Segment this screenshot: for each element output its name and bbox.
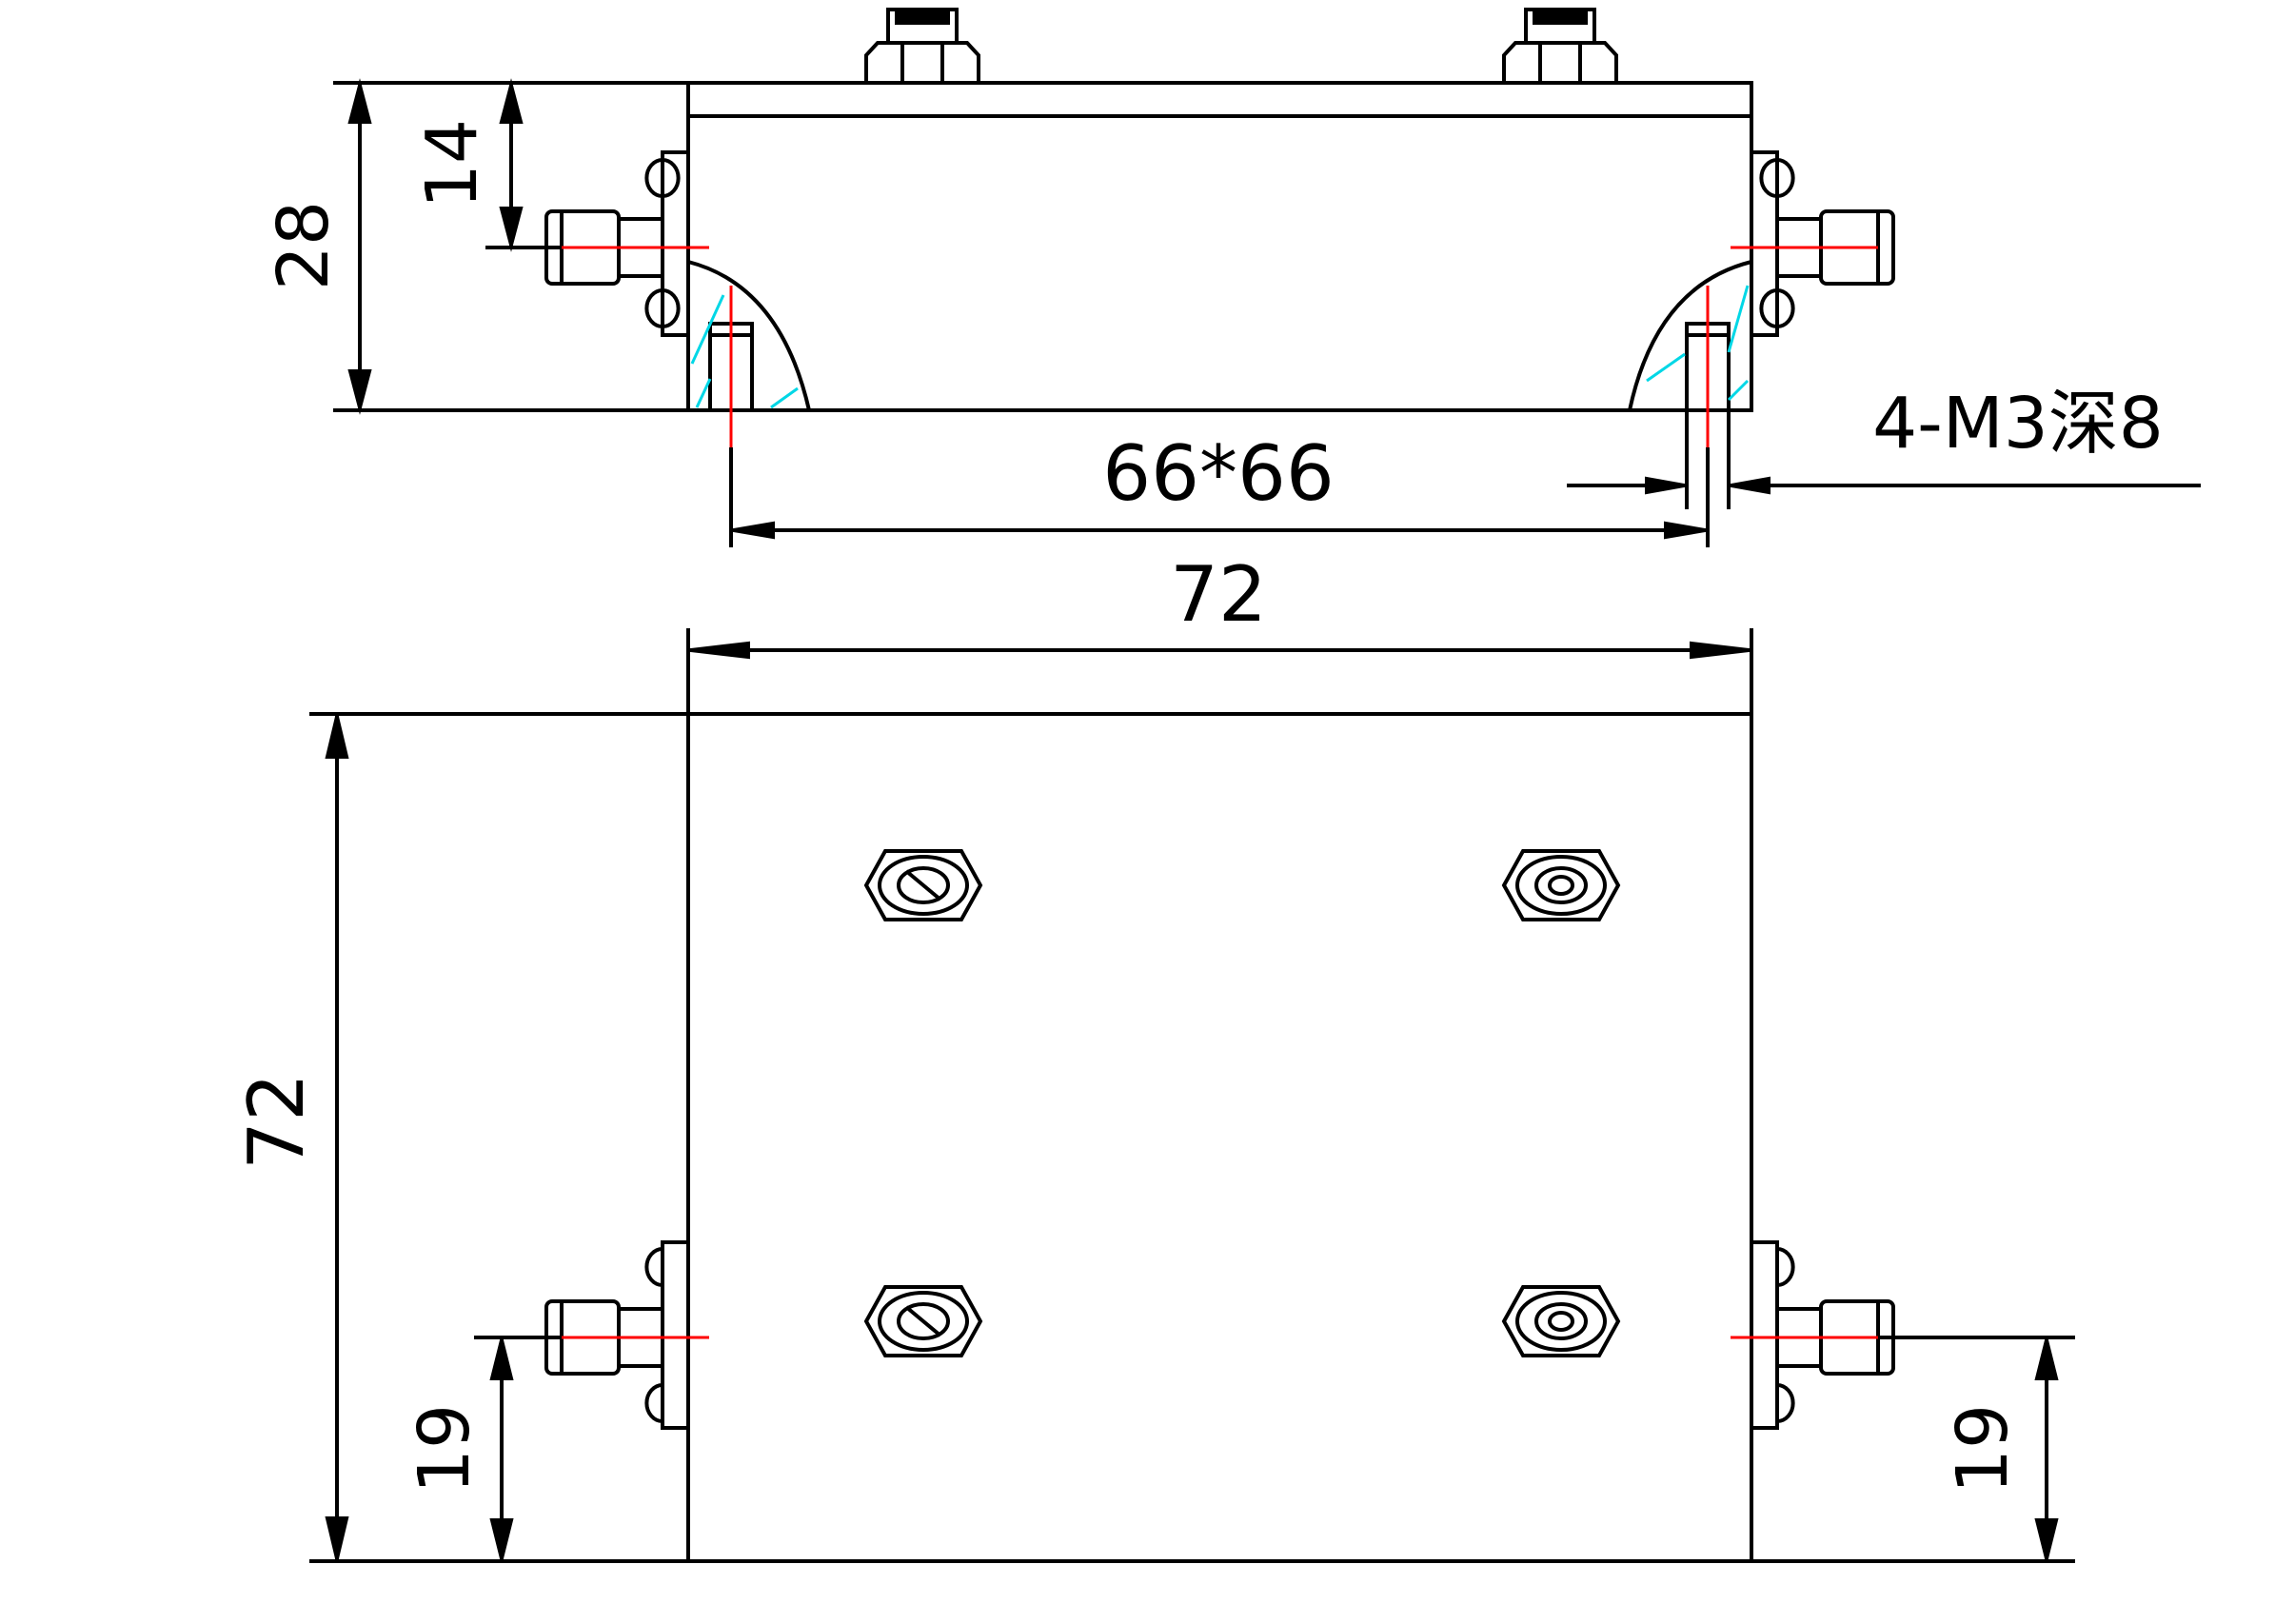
dimension-right-connector [1751, 1336, 2075, 1563]
side-connector-right [1750, 150, 1895, 337]
dimension-left-connector [474, 1336, 562, 1561]
dimension-mounting-pitch-label: 66*66 [1102, 429, 1335, 518]
dimension-connector-height-label: 14 [411, 119, 493, 208]
hex-terminal-bottom-left [863, 1285, 983, 1357]
hex-terminal-top-left [863, 849, 983, 921]
top-view [309, 712, 2075, 1563]
dimension-length-label: 72 [232, 1073, 321, 1170]
section-cutaway-left [687, 260, 811, 412]
dimension-right-connector-label: 19 [1942, 1404, 2024, 1494]
top-connector-right [1502, 8, 1618, 83]
hex-terminal-top-right [1501, 849, 1621, 921]
top-connector-right-rf [1750, 1240, 1895, 1430]
dimension-hole-callout [1567, 410, 2201, 509]
side-view [333, 8, 2201, 547]
section-cutaway-right [1628, 260, 1752, 412]
side-view-center-lines [562, 246, 1878, 447]
side-view-body [686, 81, 1753, 412]
hex-terminal-bottom-right [1501, 1285, 1621, 1357]
dimension-mounting-pitch [729, 447, 1710, 547]
dimension-length [309, 712, 688, 1563]
top-connector-left [864, 8, 980, 83]
dimension-width [686, 628, 1753, 714]
dimension-left-connector-label: 19 [404, 1404, 485, 1494]
side-connector-left [544, 150, 690, 337]
top-connector-left-rf [544, 1240, 690, 1430]
dimension-total-height-label: 28 [263, 201, 345, 290]
dimension-connector-height [485, 78, 562, 252]
dimension-width-label: 72 [1170, 550, 1267, 639]
dimension-hole-callout-label: 4-M3深8 [1872, 383, 2164, 465]
top-view-body [686, 712, 1753, 1563]
